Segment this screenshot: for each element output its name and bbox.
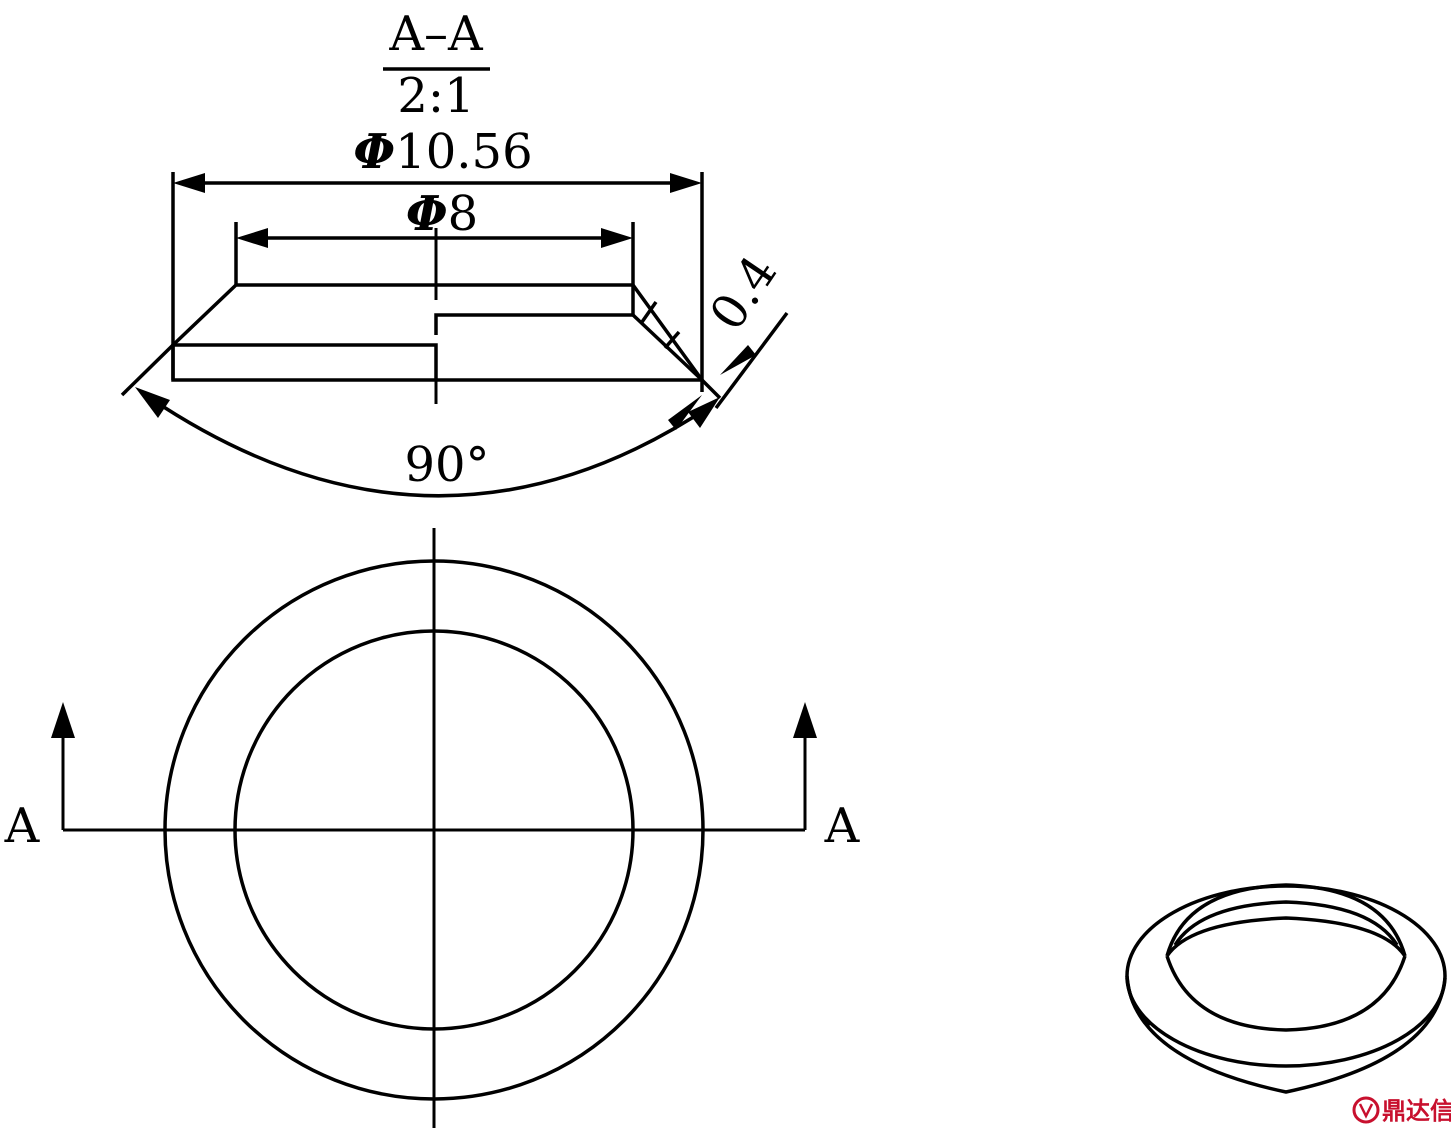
iso-outer-bottom-edge (1125, 977, 1447, 1094)
iso-inner-step (1165, 916, 1407, 958)
section-scale: 2:1 (397, 68, 474, 124)
thickness-dimension-line (714, 311, 789, 410)
isometric-view (1125, 883, 1447, 1094)
outer-arrow-right (670, 173, 702, 193)
section-name: A–A (388, 6, 484, 62)
logo-text: 鼎达信 (1382, 1097, 1451, 1125)
cut-label-right: A (824, 798, 861, 854)
iso-inner-front-rim (1165, 955, 1407, 1032)
inner-arrow-left (236, 228, 268, 248)
logo-mark-glyph (1358, 1103, 1374, 1119)
thickness-arrow-upper (720, 345, 756, 375)
logo-mark-icon (1352, 1096, 1380, 1124)
outer-arrow-left (173, 173, 205, 193)
cut-label-left: A (4, 798, 41, 854)
iso-inner-wall (1173, 900, 1399, 946)
inner-arrow-right (601, 228, 633, 248)
cut-arrow-right (793, 702, 817, 738)
outer-diameter-label: Φ10.56 (353, 124, 532, 180)
inner-diameter-value: 8 (448, 186, 479, 242)
section-right-outline (436, 283, 706, 382)
angle-arrow-left (135, 387, 170, 418)
wall-hatch-1 (640, 300, 658, 324)
iso-inner-back-rim (1165, 883, 1407, 957)
outer-diameter-symbol: Φ (353, 124, 395, 180)
outer-diameter-value: 10.56 (395, 124, 532, 180)
thickness-extension (700, 378, 722, 400)
angle-value: 90° (404, 437, 489, 493)
inner-diameter-symbol: Φ (406, 186, 448, 242)
section-left-outline (171, 283, 436, 382)
inner-diameter-label: Φ8 (406, 186, 478, 242)
angle-extension-left (120, 343, 175, 397)
cut-arrow-left (51, 702, 75, 738)
section-right-inner-step (434, 313, 633, 335)
angle-arc (149, 396, 713, 498)
angle-arrow-right (688, 397, 720, 428)
thickness-arrow-lower (668, 395, 702, 430)
section-left-inner-step (173, 343, 438, 380)
thickness-value: 0.4 (699, 246, 788, 341)
wall-hatch-2 (663, 330, 681, 350)
brand-logo: 鼎达信 (1352, 1096, 1451, 1125)
iso-left-side (1125, 975, 1152, 1027)
